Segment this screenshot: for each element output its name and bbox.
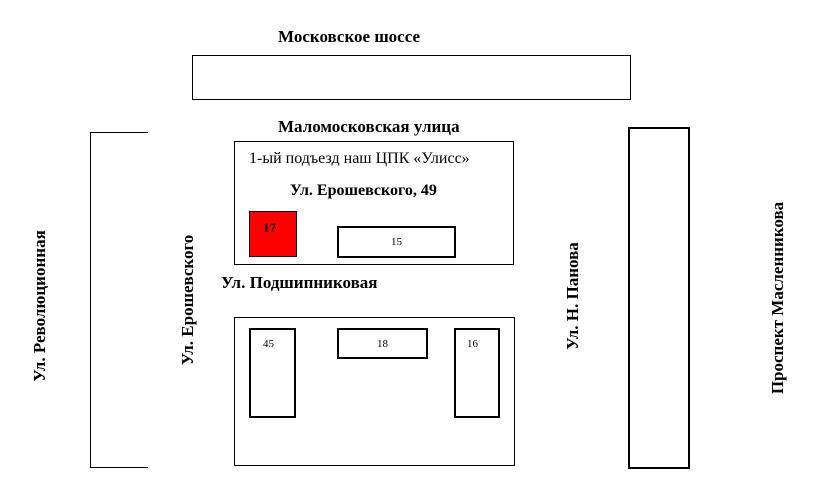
building-15[interactable]: 15 <box>337 226 456 258</box>
entrance-note: 1-ый подъезд наш ЦПК «Улисс» <box>249 150 470 167</box>
street-label-podshipnikovaya: Ул. Подшипниковая <box>221 273 378 292</box>
building-18[interactable]: 18 <box>337 328 428 359</box>
street-moskovskoe-shosse <box>192 55 631 100</box>
street-label-revolyutsionnaya: Ул. Революционная <box>30 230 49 382</box>
street-label-malomoskovskaya: Маломосковская улица <box>278 117 460 136</box>
street-revolyutsionnaya <box>90 132 148 468</box>
address-label: Ул. Ерошевского, 49 <box>290 182 437 199</box>
street-label-eroshevskogo: Ул. Ерошевского <box>178 234 197 366</box>
building-45[interactable]: 45 <box>249 328 296 418</box>
building-45-number: 45 <box>263 338 274 350</box>
building-17-number: 17 <box>263 220 276 235</box>
building-16[interactable]: 16 <box>454 328 500 418</box>
building-16-number: 16 <box>467 338 478 350</box>
building-17[interactable]: 17 <box>249 211 297 257</box>
street-maslennikova <box>628 127 690 469</box>
building-18-number: 18 <box>377 338 388 350</box>
building-15-number: 15 <box>391 236 402 248</box>
street-label-maslennikova: Проспект Масленникова <box>768 201 787 395</box>
street-label-moskovskoe-shosse: Московское шоссе <box>278 27 421 46</box>
street-label-panova: Ул. Н. Панова <box>563 242 582 350</box>
